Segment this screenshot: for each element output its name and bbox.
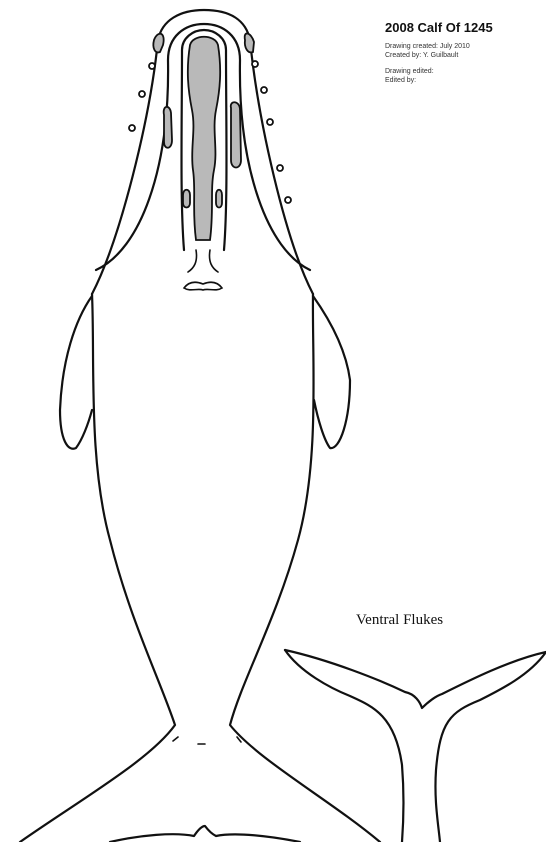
pigment-top-right bbox=[245, 33, 254, 52]
pigment-top-left bbox=[153, 34, 163, 53]
pigment-left-small bbox=[183, 190, 190, 208]
pigment-left-patch bbox=[164, 107, 172, 148]
body-scar-mark bbox=[173, 737, 178, 741]
info-spacer bbox=[385, 60, 545, 68]
tubercle-spot bbox=[267, 119, 273, 125]
pigment-right-patch bbox=[231, 102, 241, 167]
tubercle-spot bbox=[261, 87, 267, 93]
body-left-outline bbox=[20, 294, 175, 842]
drawing-edited-by: Edited by: bbox=[385, 77, 545, 86]
tubercle-spot bbox=[277, 165, 283, 171]
drawing-title: 2008 Calf Of 1245 bbox=[385, 20, 545, 35]
throat-mark bbox=[188, 250, 197, 272]
drawing-created-by: Created by: Y. Guilbault bbox=[385, 52, 545, 61]
pectoral-fin-right bbox=[313, 296, 350, 448]
ventral-flukes-outline bbox=[285, 650, 546, 842]
pigment-central-strip bbox=[188, 37, 220, 240]
drawing-edited-date: Drawing edited: bbox=[385, 68, 545, 77]
drawing-created-date: Drawing created: July 2010 bbox=[385, 43, 545, 52]
tubercle-spot bbox=[285, 197, 291, 203]
pectoral-fin-left bbox=[60, 296, 92, 449]
tubercle-spot bbox=[129, 125, 135, 131]
drawing-info-block: 2008 Calf Of 1245 Drawing created: July … bbox=[385, 20, 545, 85]
tail-notch bbox=[110, 826, 300, 842]
throat-mark bbox=[184, 282, 222, 290]
body-right-outline bbox=[230, 294, 380, 842]
tubercle-spot bbox=[149, 63, 155, 69]
pigment-right-small bbox=[216, 190, 222, 208]
tubercle-spot bbox=[139, 91, 145, 97]
tubercle-spot bbox=[252, 61, 258, 67]
ventral-flukes-label: Ventral Flukes bbox=[356, 612, 443, 629]
throat-mark bbox=[209, 250, 218, 272]
